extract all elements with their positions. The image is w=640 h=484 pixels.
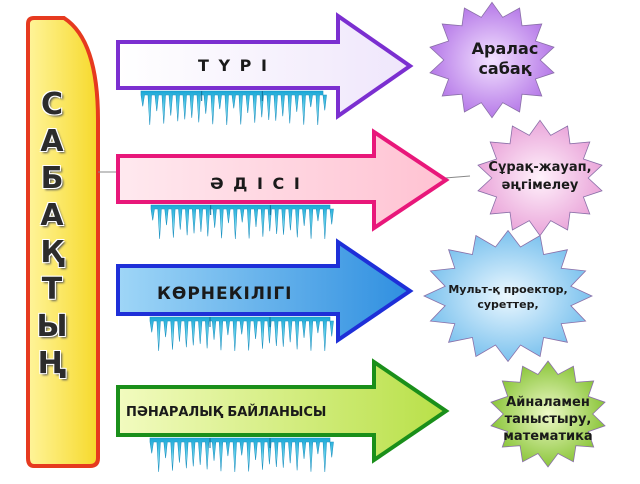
icicle-decoration: [140, 90, 327, 126]
side-title-letter: Ы: [36, 309, 68, 344]
arrow-visual-aids: [116, 238, 414, 344]
arrow-type: [116, 12, 414, 120]
arrow-label-type: Т Ү Р І: [198, 56, 269, 75]
side-title-letter: А: [40, 124, 64, 159]
side-title-letter: Қ: [40, 235, 64, 270]
starburst-environment-math: [490, 360, 606, 468]
icicle-decoration: [149, 437, 334, 473]
arrow-label-interdisciplinary: ПӘНАРАЛЫҚ БАЙЛАНЫСЫ: [126, 405, 327, 420]
arrow-method: [116, 128, 450, 232]
star-label-environment-math: Айналамен таныстыру, математика: [503, 395, 593, 444]
starburst-projector-pictures: [423, 229, 593, 363]
arrow-label-visual-aids: КӨРНЕКІЛІГІ: [157, 284, 293, 304]
icicle-decoration: [150, 204, 334, 240]
star-label-mixed-lesson: Аралас сабақ: [471, 39, 539, 78]
side-title-letter: С: [40, 87, 64, 122]
side-title-letter: А: [40, 198, 64, 233]
connector-line: [444, 175, 471, 179]
star-label-projector-pictures: Мульт-қ проектор, суреттер,: [448, 283, 568, 311]
side-title-letter: Т: [41, 272, 63, 307]
star-label-qa-discussion: Сұрақ-жауап, әңгімелеу: [488, 160, 592, 193]
starburst-mixed-lesson: [429, 1, 555, 119]
side-title-letter: Ң: [37, 346, 67, 381]
arrow-interdisciplinary: [116, 358, 450, 464]
arrow-label-method: Ә Д І С І: [210, 174, 302, 193]
icicle-decoration: [149, 316, 334, 352]
side-title: С А Б А Қ Т Ы Ң: [27, 86, 77, 382]
side-title-bar: [26, 16, 100, 468]
side-title-letter: Б: [40, 161, 64, 196]
